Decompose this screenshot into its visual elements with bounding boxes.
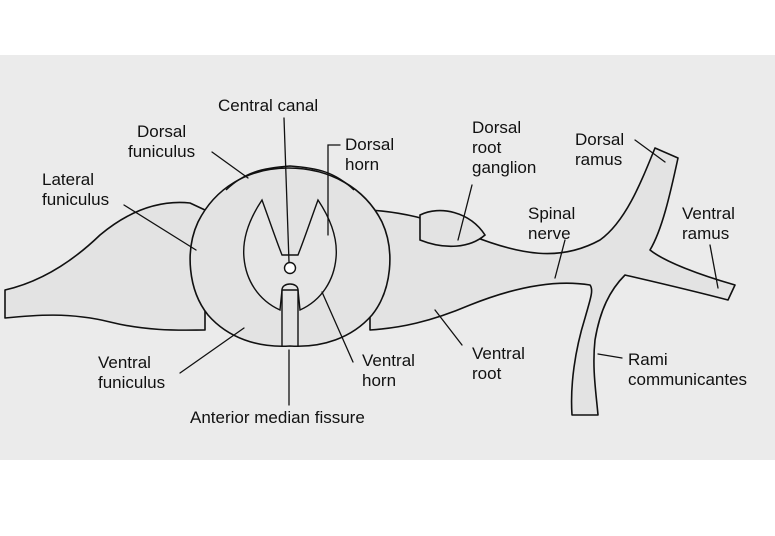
dorsal-root-ganglion-shape [419,209,487,248]
leader-dorsal-horn [327,144,341,236]
dorsal-funiculus-outline [225,165,355,191]
leader-dorsal-ramus [634,139,666,163]
left-nerve [4,201,206,331]
label-lateral-funiculus: Lateral funiculus [42,170,110,209]
leader-dorsal-root-ganglion [457,184,473,241]
leader-ventral-ramus [709,244,719,289]
label-rami-communicantes: Rami communicantes [628,350,748,389]
label-central-canal: Central canal [218,96,319,115]
leader-ventral-funiculus [179,327,245,374]
label-dorsal-ramus: Dorsal ramus [575,130,625,169]
label-spinal-nerve: Spinal nerve [528,204,576,243]
label-anterior-median-fissure: Anterior median fissure [190,408,365,427]
leader-lateral-funiculus [123,204,197,251]
label-ventral-funiculus: Ventral funiculus [98,353,166,392]
gray-matter [243,198,337,312]
label-dorsal-root-ganglion: Dorsal root ganglion [472,118,537,177]
leader-spinal-nerve [554,239,566,279]
label-ventral-ramus: Ventral ramus [682,204,735,243]
leader-ventral-horn [321,291,354,363]
label-dorsal-funiculus: Dorsal funiculus [128,122,196,161]
label-dorsal-horn: Dorsal horn [345,135,395,174]
label-ventral-root: Ventral root [472,344,525,383]
label-ventral-horn: Ventral horn [362,351,415,390]
leader-ventral-root [434,309,463,346]
anterior-median-fissure [281,283,299,346]
leader-central-canal [283,117,290,263]
leader-dorsal-funiculus [211,151,249,179]
leader-rami-communicantes [597,353,623,359]
central-canal [283,261,297,275]
right-nerve-trunk [369,147,736,416]
